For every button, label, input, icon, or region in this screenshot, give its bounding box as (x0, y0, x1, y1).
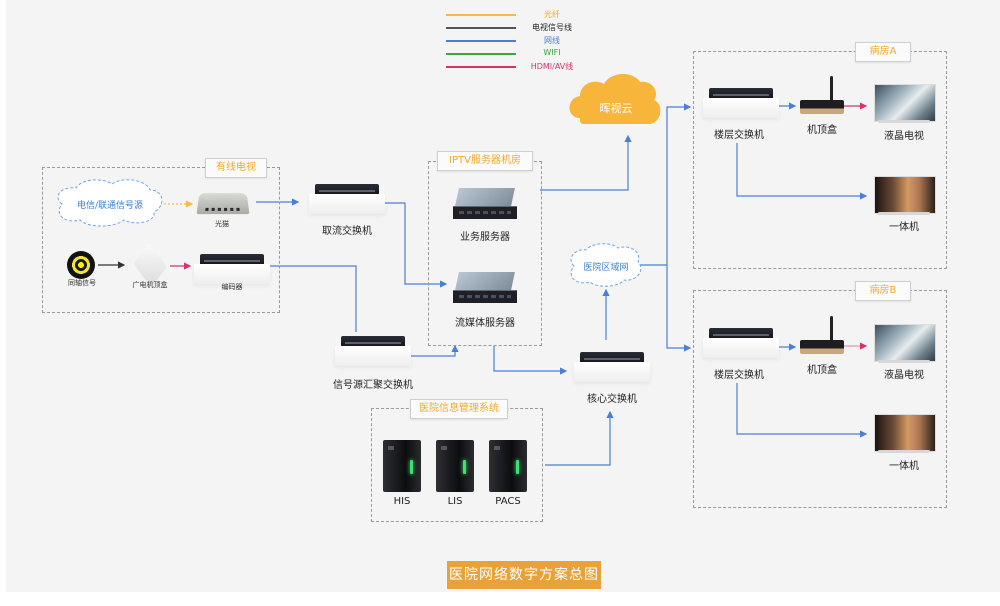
group-ward-a-title: 病房A (855, 42, 911, 62)
aggregation-switch-icon (335, 336, 411, 366)
legend-label-wifi: WIFI (543, 48, 561, 57)
ward-b-aio-icon (874, 414, 936, 454)
lis-server-label: LIS (447, 496, 463, 507)
ward-a-aio-icon (874, 176, 936, 216)
cloud-label: 晖视云 (599, 102, 633, 115)
pacs-server-label: PACS (495, 496, 521, 507)
legend-label-hdmi: HDMI/AV线 (530, 62, 574, 71)
encoder-label: 编码器 (221, 283, 243, 291)
streaming-server-label: 流媒体服务器 (455, 318, 515, 329)
ward-a-floor-switch-label: 楼层交换机 (714, 130, 764, 141)
core-switch-label: 核心交换机 (587, 394, 637, 405)
ward-b-floor-switch-icon (703, 328, 779, 358)
legend-label-fiber: 光纤 (544, 10, 560, 19)
ward-a-stb-icon (800, 76, 844, 114)
ward-b-floor-switch-label: 楼层交换机 (714, 370, 764, 381)
group-ward-b-title: 病房B (855, 281, 911, 301)
business-server-icon (453, 188, 517, 219)
lan-cloud-label: 医院区域网 (583, 263, 629, 273)
ward-b-aio-label: 一体机 (889, 461, 919, 472)
group-ward-a (693, 51, 947, 269)
group-cable-tv (42, 167, 280, 313)
diagram-title: 医院网络数字方案总图 (447, 561, 601, 589)
legend-label-ethernet: 网线 (544, 36, 560, 45)
ward-a-lcd-tv-label: 液晶电视 (884, 131, 924, 142)
pacs-server-icon (489, 440, 527, 492)
optical-modem-icon (196, 193, 250, 215)
group-ward-b (693, 290, 947, 508)
his-server-label: HIS (393, 496, 411, 507)
group-cable-tv-title: 有线电视 (205, 158, 267, 178)
optical-modem-label: 光猫 (215, 220, 229, 228)
stream-switch-label: 取流交换机 (322, 226, 372, 237)
ward-a-lcd-tv-icon (874, 84, 936, 124)
ward-a-floor-switch-icon (703, 88, 779, 118)
ward-b-stb-label: 机顶盒 (807, 365, 837, 376)
his-server-icon (383, 440, 421, 492)
aggregation-switch-label: 信号源汇聚交换机 (333, 380, 413, 391)
ward-b-lcd-tv-icon (874, 324, 936, 364)
coax-connector-icon (67, 251, 95, 279)
coax-signal-label: 同轴信号 (68, 279, 96, 287)
source-cloud-label: 电信/联通信号源 (76, 201, 144, 211)
cable-stb-label: 广电机顶盒 (132, 281, 168, 289)
stream-switch-icon (309, 184, 385, 214)
lis-server-icon (436, 440, 474, 492)
group-iptv-room-title: IPTV服务器机房 (437, 151, 533, 171)
encoder-icon (194, 254, 270, 284)
core-switch-icon (574, 352, 650, 382)
business-server-label: 业务服务器 (460, 232, 510, 243)
ward-a-stb-label: 机顶盒 (807, 125, 837, 136)
ward-b-stb-icon (800, 316, 844, 354)
ward-b-lcd-tv-label: 液晶电视 (884, 370, 924, 381)
group-his-system-title: 医院信息管理系统 (410, 399, 508, 419)
legend-label-tv: 电视信号线 (532, 23, 572, 32)
streaming-server-icon (453, 272, 517, 303)
ward-a-aio-label: 一体机 (889, 222, 919, 233)
